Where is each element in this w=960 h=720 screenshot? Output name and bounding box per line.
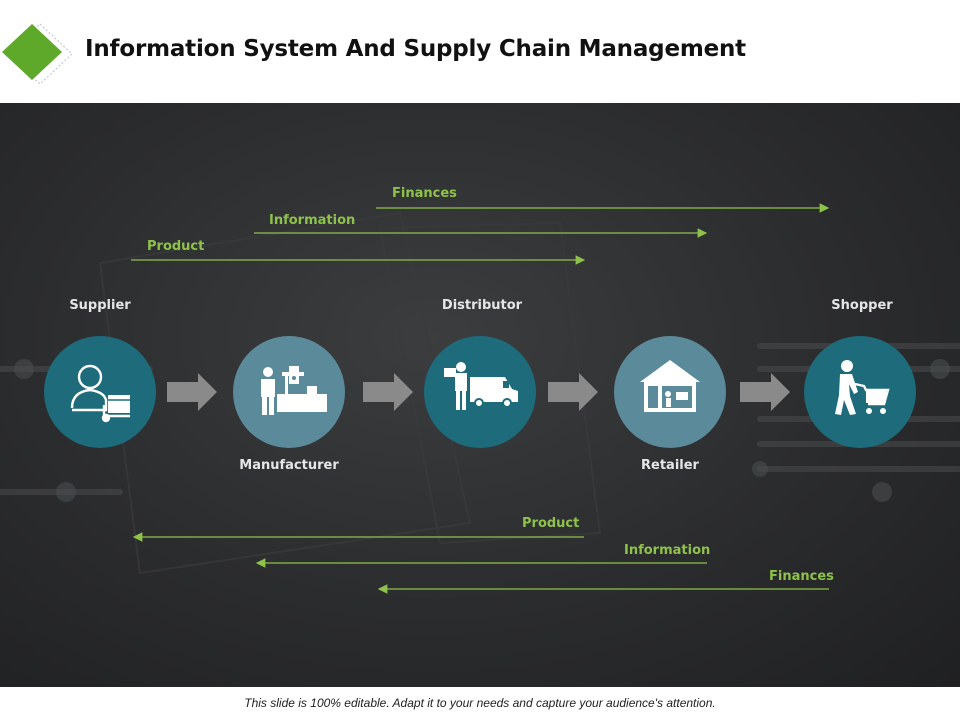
- page-title: Information System And Supply Chain Mana…: [85, 36, 746, 62]
- block-arrow-2: [363, 373, 413, 411]
- node-label-supplier: Supplier: [69, 298, 131, 313]
- header: Information System And Supply Chain Mana…: [0, 0, 960, 103]
- diamond-logo-icon: [2, 23, 73, 85]
- backward-flow-label-finances: Finances: [769, 569, 834, 584]
- block-arrow-1: [167, 373, 217, 411]
- forward-flow-label-finances: Finances: [392, 186, 457, 201]
- footer-text: This slide is 100% editable. Adapt it to…: [244, 696, 716, 710]
- forward-flow-label-information: Information: [269, 213, 356, 228]
- delivery-truck-icon: [444, 362, 518, 410]
- node-label-shopper: Shopper: [831, 298, 893, 313]
- shopping-cart-icon: [835, 360, 890, 415]
- shopper-node: [804, 336, 916, 448]
- node-label-distributor: Distributor: [441, 298, 523, 313]
- manufacturer-node: [233, 336, 345, 448]
- supplier-icon: [70, 364, 130, 423]
- footer: This slide is 100% editable. Adapt it to…: [0, 687, 960, 720]
- node-label-manufacturer: Manufacturer: [239, 458, 339, 473]
- node-label-retailer: Retailer: [641, 458, 699, 473]
- block-arrow-4: [740, 373, 790, 411]
- backward-flow-label-information: Information: [624, 543, 711, 558]
- forward-flow-label-product: Product: [147, 239, 205, 254]
- manufacturer-icon: [261, 366, 327, 415]
- block-arrow-3: [548, 373, 598, 411]
- backward-flow-label-product: Product: [522, 516, 580, 531]
- store-icon: [640, 360, 700, 412]
